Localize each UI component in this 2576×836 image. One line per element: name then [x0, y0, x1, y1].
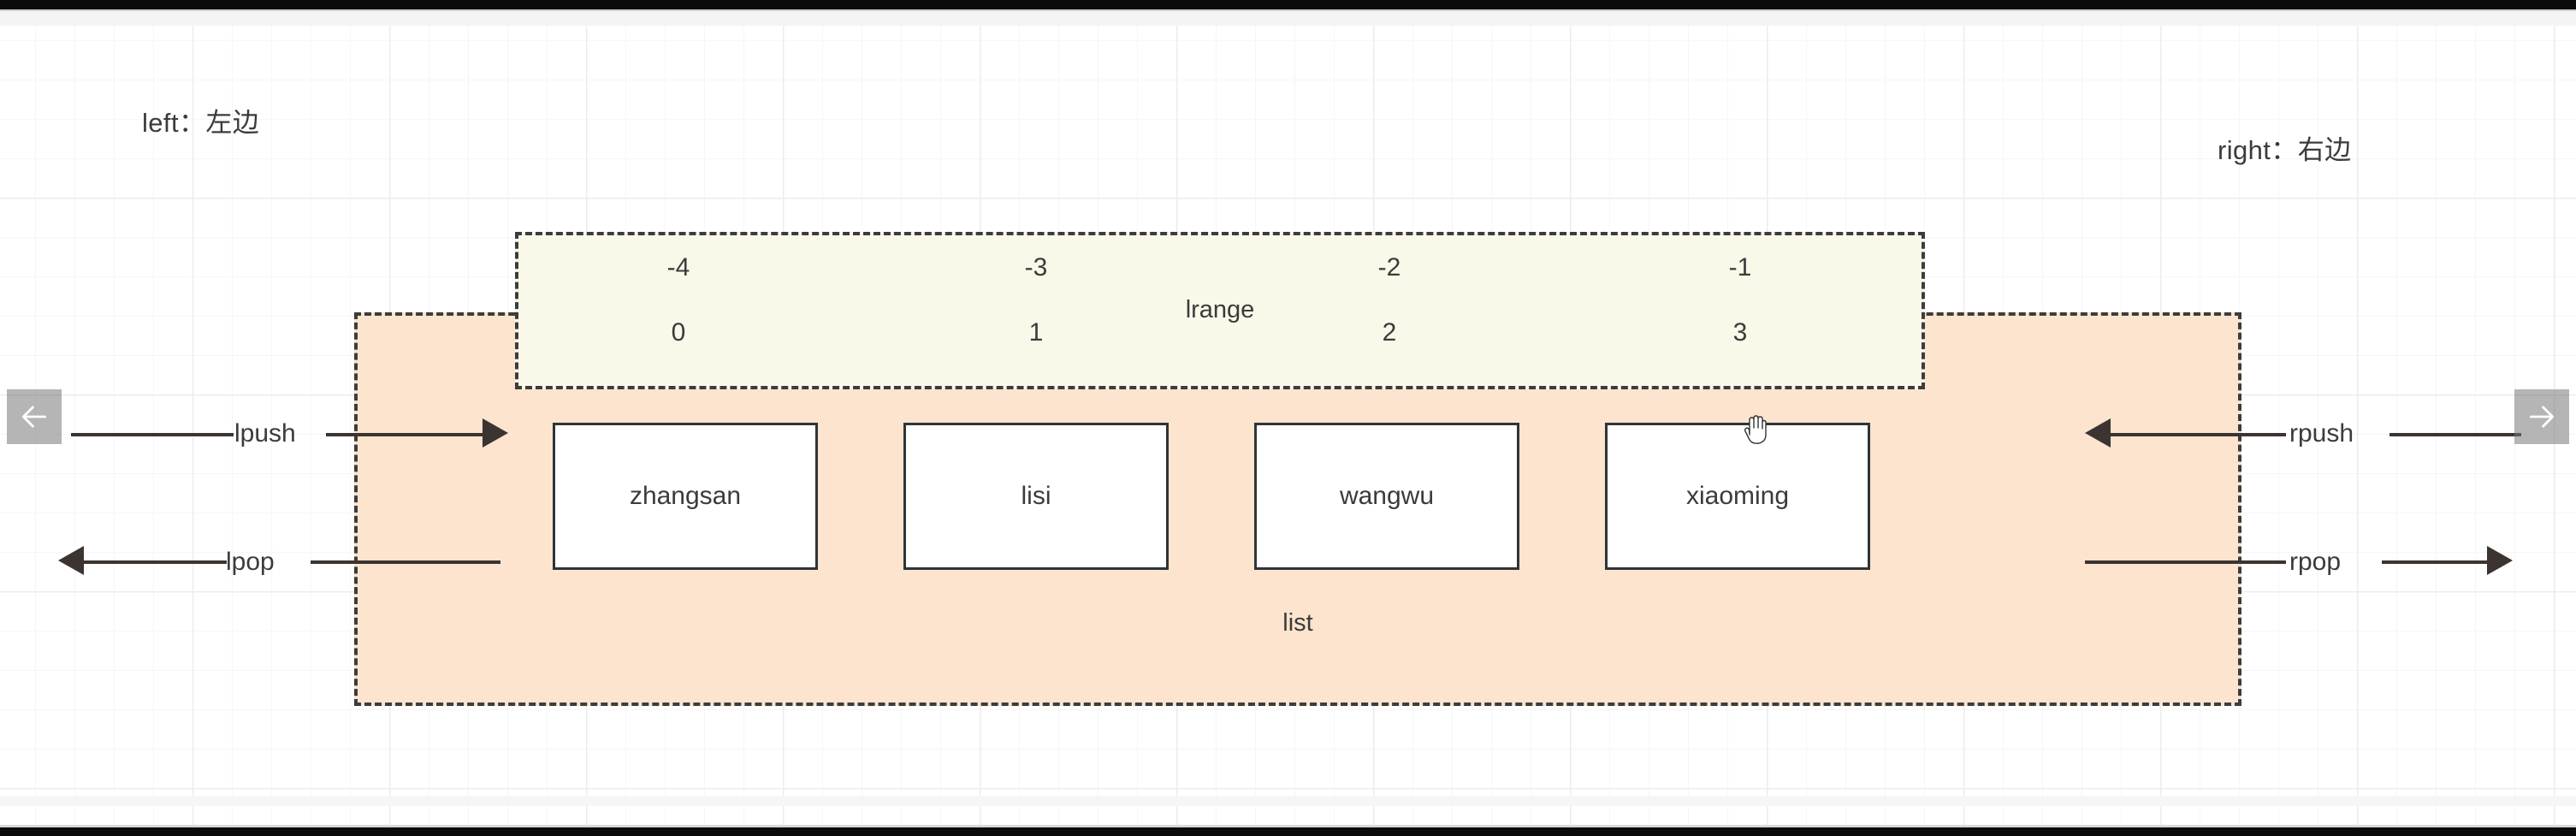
arrow-right-icon	[2526, 400, 2558, 433]
rpush-arrow-line-outer	[2389, 433, 2521, 436]
list-label: list	[1282, 609, 1313, 637]
lpop-label: lpop	[226, 548, 275, 576]
rpop-arrow-line-inner	[2085, 560, 2286, 564]
lpush-arrow-line-inner	[326, 433, 483, 436]
list-item[interactable]: xiaoming	[1605, 423, 1870, 570]
list-items-row: zhangsan lisi wangwu xiaoming	[553, 423, 1870, 570]
rpop-label: rpop	[2289, 548, 2342, 576]
rpush-label: rpush	[2289, 419, 2354, 448]
left-side-label: left：左边	[142, 108, 260, 138]
right-side-label: right：右边	[2218, 135, 2352, 165]
lrange-container[interactable]	[515, 232, 1925, 389]
lrange-label: lrange	[1185, 296, 1255, 323]
lpop-arrow-head	[58, 546, 84, 575]
letterbox-bottom	[0, 827, 2576, 836]
lpush-arrow-head	[483, 418, 508, 448]
arrow-left-icon	[18, 400, 50, 433]
grid-bottom-band	[0, 796, 2576, 806]
lpop-arrow-line-outer	[84, 560, 227, 564]
list-item[interactable]: wangwu	[1254, 423, 1519, 570]
rpush-arrow-line-inner	[2111, 433, 2286, 436]
list-item[interactable]: zhangsan	[553, 423, 818, 570]
rpop-arrow-head	[2487, 546, 2513, 575]
letterbox-bottom-divider	[0, 825, 2576, 827]
next-button[interactable]	[2514, 389, 2569, 444]
letterbox-top-divider	[0, 9, 2576, 11]
rpop-arrow-line-outer	[2382, 560, 2487, 564]
prev-button[interactable]	[7, 389, 62, 444]
lpush-arrow-line-outer	[71, 433, 234, 436]
rpush-arrow-head	[2085, 418, 2111, 448]
letterbox-top	[0, 0, 2576, 9]
list-item[interactable]: lisi	[903, 423, 1169, 570]
grid-top-band	[0, 9, 2576, 26]
lpop-arrow-line-inner	[311, 560, 500, 564]
lpush-label: lpush	[234, 419, 296, 448]
